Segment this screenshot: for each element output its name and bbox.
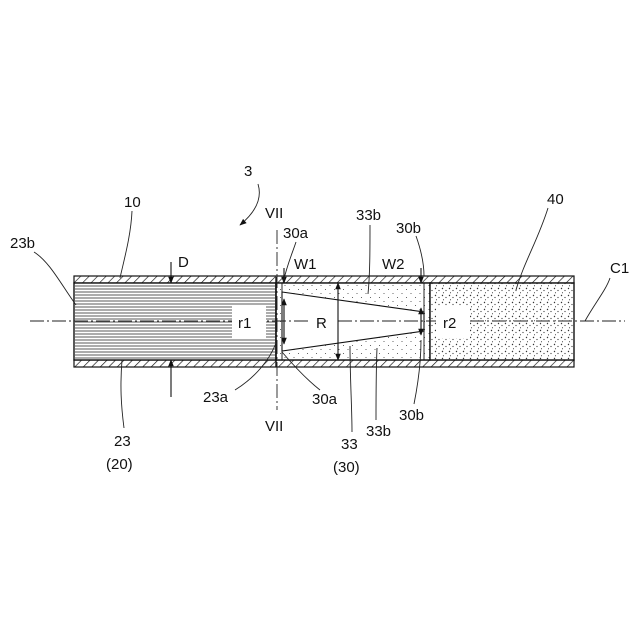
leader-center-axis xyxy=(585,278,610,321)
label-filter-surface-top: 33b xyxy=(356,207,381,224)
label-filter-edge-bottom: 30a xyxy=(312,391,338,408)
label-filter-end-top: 30b xyxy=(396,220,421,237)
label-rod-group: (20) xyxy=(106,456,133,473)
label-filter-surface-bottom: 33b xyxy=(366,423,391,440)
label-width-1: W1 xyxy=(294,256,317,273)
label-filter-group: (30) xyxy=(333,459,360,476)
leader-wrapper xyxy=(120,211,132,278)
leader-assembly xyxy=(240,184,259,225)
label-distance-D: D xyxy=(178,254,189,271)
label-radius-R: R xyxy=(316,315,327,332)
label-filter: 33 xyxy=(341,436,358,453)
wrapper-bottom-layer xyxy=(74,360,574,367)
label-assembly: 3 xyxy=(244,163,252,180)
leader-filter-end-top xyxy=(416,236,424,276)
label-radius-r2: r2 xyxy=(443,315,456,332)
label-section-bottom: VII xyxy=(265,418,283,435)
wrapper-top-layer xyxy=(74,276,574,283)
label-rod-face: 23a xyxy=(203,389,229,406)
label-radius-r1: r1 xyxy=(238,315,251,332)
leader-rod-end xyxy=(34,252,76,305)
label-rod-end: 23b xyxy=(10,235,35,252)
label-filter-edge-top: 30a xyxy=(283,225,309,242)
label-filter-end-bottom: 30b xyxy=(399,407,424,424)
leader-rod xyxy=(121,360,124,428)
label-outer-segment: 40 xyxy=(547,191,564,208)
label-center-axis: C1 xyxy=(610,260,629,277)
label-width-2: W2 xyxy=(382,256,405,273)
label-section-top: VII xyxy=(265,205,283,222)
label-rod: 23 xyxy=(114,433,131,450)
label-wrapper: 10 xyxy=(124,194,141,211)
